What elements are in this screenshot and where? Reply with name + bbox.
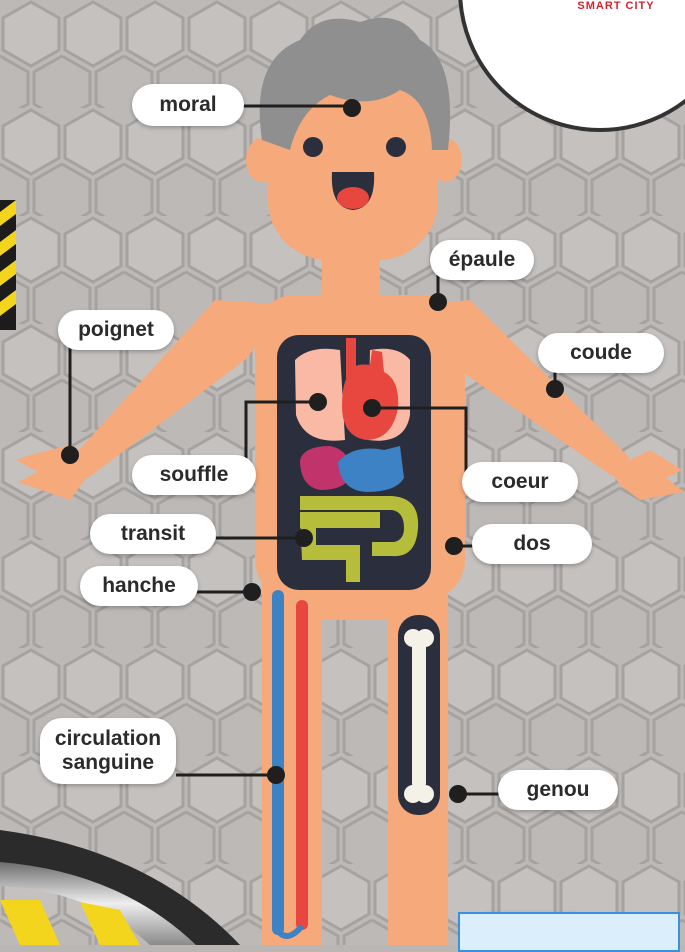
label-coude: coude	[538, 333, 664, 373]
label-hanche: hanche	[80, 566, 198, 606]
eye-left	[303, 137, 323, 157]
label-circulation-sanguine: circulation sanguine	[40, 718, 176, 784]
label-poignet: poignet	[58, 310, 174, 350]
label-circulation-line2: sanguine	[62, 751, 154, 775]
eye-right	[386, 137, 406, 157]
vein	[272, 590, 284, 935]
ear-left	[246, 138, 278, 182]
brand-text: SMART CITY	[566, 0, 666, 12]
label-moral: moral	[132, 84, 244, 126]
label-genou: genou	[498, 770, 618, 810]
label-epaule: épaule	[430, 240, 534, 280]
overlay-box	[458, 912, 680, 952]
label-transit: transit	[90, 514, 216, 554]
label-souffle: souffle	[132, 455, 256, 495]
label-coeur: coeur	[462, 462, 578, 502]
hazard-stripe-left	[0, 200, 16, 330]
label-circulation-line1: circulation	[55, 727, 161, 751]
label-dos: dos	[472, 524, 592, 564]
femur	[412, 640, 426, 790]
artery	[296, 600, 308, 930]
left-leg	[262, 580, 322, 945]
